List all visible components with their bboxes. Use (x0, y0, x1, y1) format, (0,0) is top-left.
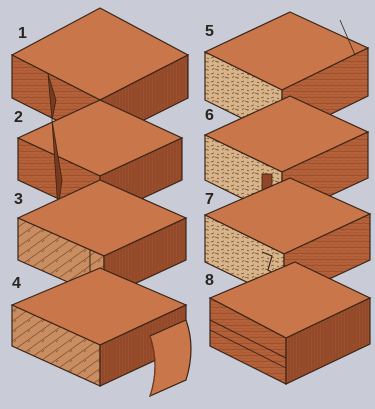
label-3: 3 (14, 191, 23, 208)
label-5: 5 (205, 23, 214, 40)
label-7: 7 (205, 191, 214, 208)
label-6: 6 (205, 107, 214, 124)
block-8 (210, 262, 370, 384)
label-1: 1 (18, 25, 27, 42)
block-4 (12, 268, 191, 396)
label-8: 8 (205, 272, 214, 289)
label-2: 2 (14, 109, 23, 126)
label-4: 4 (12, 275, 21, 292)
